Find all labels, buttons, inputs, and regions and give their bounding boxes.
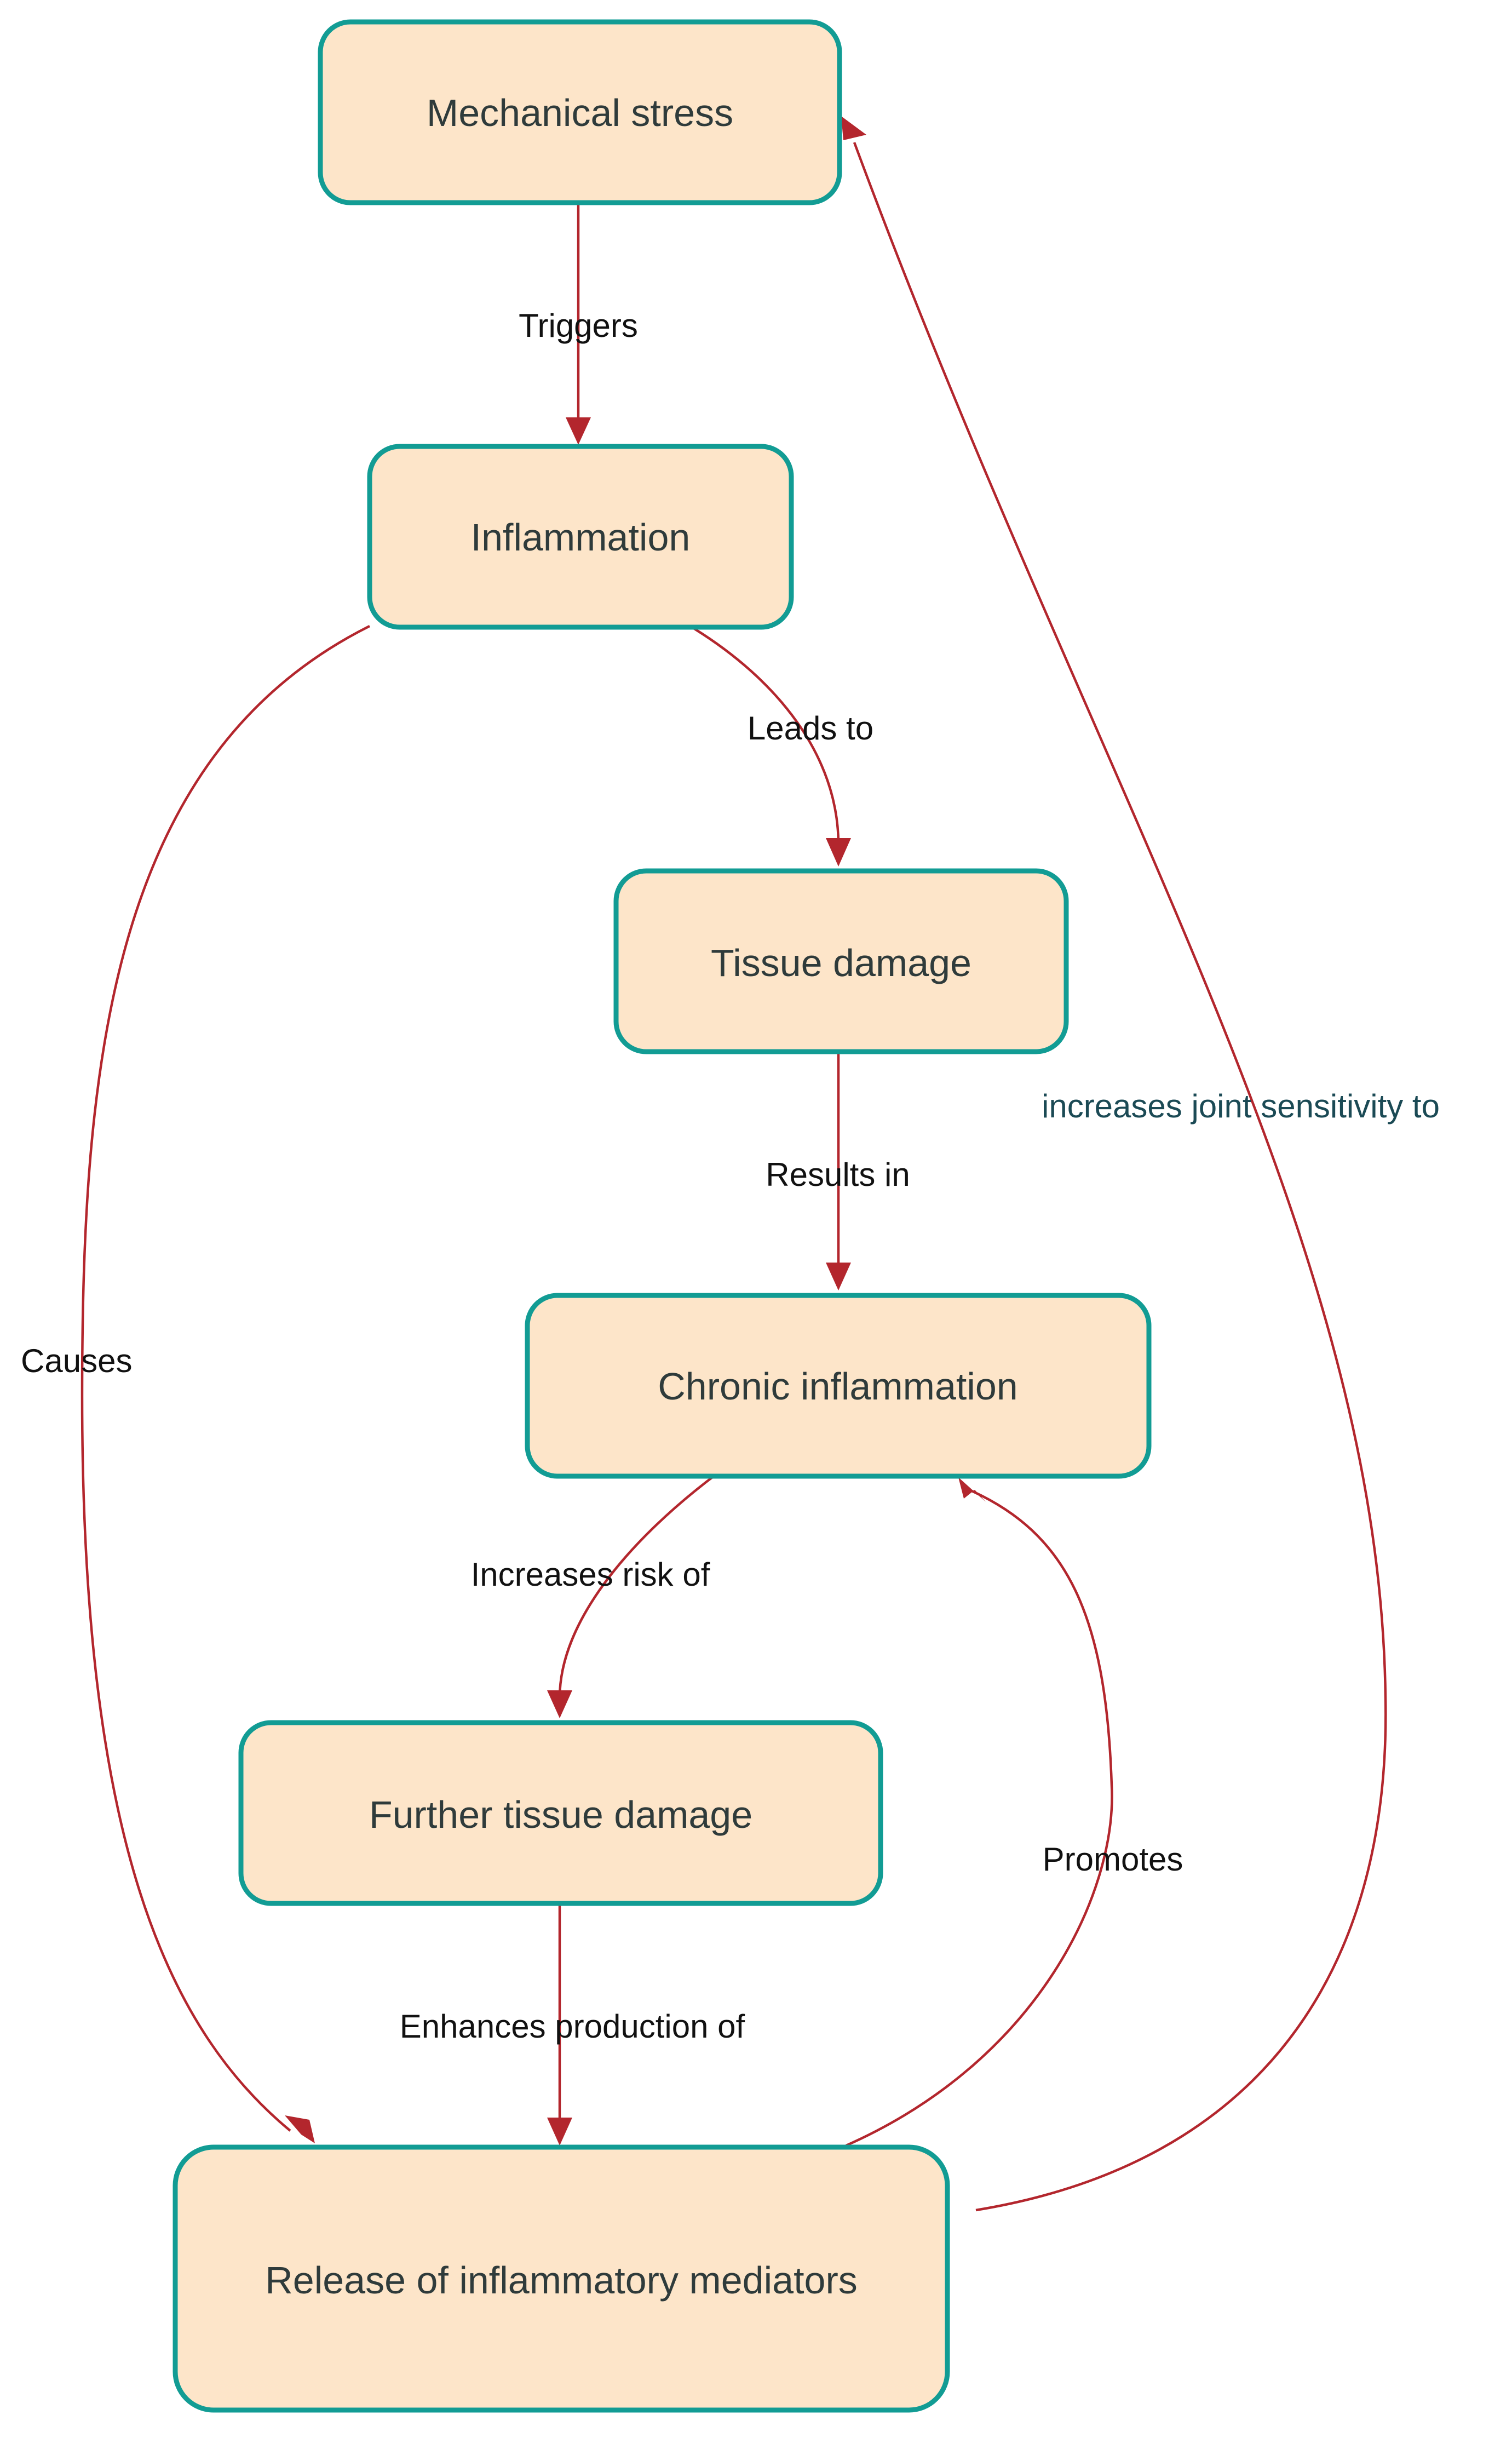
edge-increases-risk-of bbox=[558, 1472, 718, 1699]
edge-promotes bbox=[846, 1488, 1113, 2147]
node-inflammation-label: Inflammation bbox=[471, 516, 691, 559]
label-promotes: Promotes bbox=[1043, 1841, 1183, 1878]
node-further-tissue-damage-label: Further tissue damage bbox=[369, 1793, 752, 1836]
label-increases-joint-sensitivity: increases joint sensitivity to bbox=[1042, 1088, 1440, 1125]
nodes: Mechanical stress Inflammation Tissue da… bbox=[173, 19, 1152, 2413]
label-results-in: Results in bbox=[766, 1156, 910, 1193]
node-chronic-inflammation-label: Chronic inflammation bbox=[658, 1365, 1017, 1408]
edges bbox=[81, 116, 1387, 2212]
arrowhead-promotes bbox=[958, 1477, 986, 1502]
label-increases-risk-of: Increases risk of bbox=[471, 1556, 710, 1593]
node-mechanical-stress: Mechanical stress bbox=[318, 19, 842, 205]
node-release-mediators-label: Release of inflammatory mediators bbox=[265, 2259, 858, 2302]
node-further-tissue-damage: Further tissue damage bbox=[238, 1720, 883, 1906]
arrowhead-triggers bbox=[566, 417, 591, 445]
label-enhances-production-of: Enhances production of bbox=[400, 2008, 745, 2045]
node-inflammation: Inflammation bbox=[367, 444, 794, 630]
label-triggers: Triggers bbox=[519, 307, 638, 344]
node-release-mediators: Release of inflammatory mediators bbox=[173, 2144, 950, 2413]
node-chronic-inflammation: Chronic inflammation bbox=[525, 1293, 1152, 1479]
arrowhead-causes bbox=[285, 2115, 315, 2143]
arrowhead-enhances-production-of bbox=[547, 2118, 572, 2146]
edge-causes bbox=[81, 624, 371, 2132]
node-tissue-damage: Tissue damage bbox=[613, 868, 1069, 1054]
label-leads-to: Leads to bbox=[748, 710, 873, 747]
arrowhead-results-in bbox=[826, 1263, 851, 1290]
node-mechanical-stress-label: Mechanical stress bbox=[427, 91, 733, 134]
arrowhead-leads-to bbox=[826, 838, 851, 867]
edge-labels: Triggers Leads to Results in Increases r… bbox=[21, 307, 1440, 2045]
edge-leads-to bbox=[689, 625, 840, 844]
label-causes: Causes bbox=[21, 1343, 132, 1379]
arrowhead-increases-joint-sensitivity bbox=[841, 116, 866, 140]
node-tissue-damage-label: Tissue damage bbox=[711, 942, 971, 984]
arrowhead-increases-risk-of bbox=[547, 1690, 572, 1718]
edge-increases-joint-sensitivity bbox=[853, 142, 1387, 2212]
